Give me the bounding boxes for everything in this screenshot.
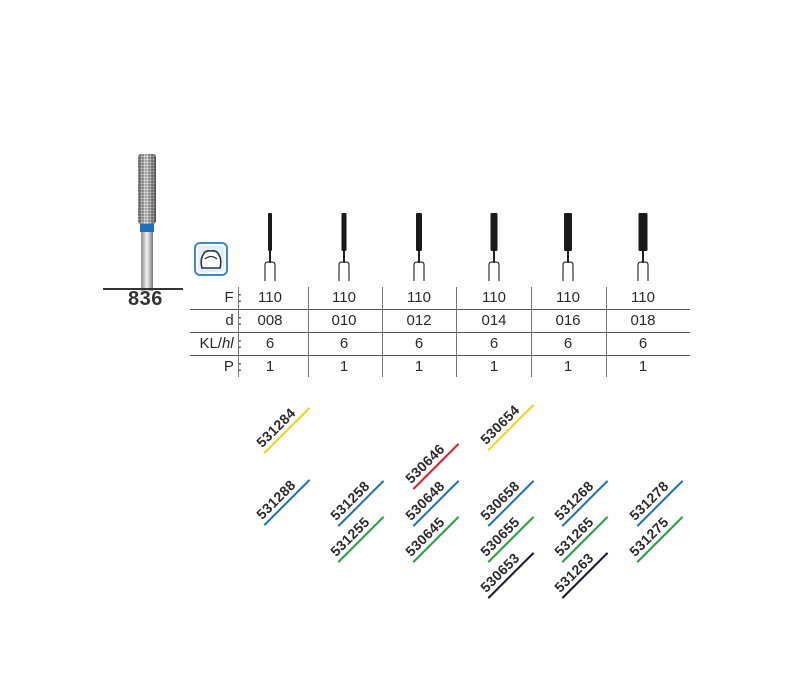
column-divider bbox=[238, 287, 239, 377]
order-code-text: 531275 bbox=[626, 513, 672, 560]
row-f: F : 110 110 110 110 110 110 bbox=[180, 287, 680, 309]
order-code-text: 531284 bbox=[253, 404, 299, 451]
cell-f-5: 110 bbox=[631, 289, 655, 306]
cell-p-1: 1 bbox=[339, 358, 349, 375]
column-divider bbox=[456, 287, 457, 377]
label-p: P : bbox=[223, 358, 242, 375]
bur-shank-2 bbox=[413, 213, 425, 281]
column-divider bbox=[531, 287, 532, 377]
cell-f-4: 110 bbox=[556, 289, 580, 306]
cell-d-5: 018 bbox=[630, 312, 656, 329]
cell-f-1: 110 bbox=[332, 289, 356, 306]
column-divider bbox=[606, 287, 607, 377]
label-d: d : bbox=[225, 312, 242, 329]
bur-shank-1 bbox=[338, 213, 350, 281]
column-divider bbox=[308, 287, 309, 377]
cell-f-3: 110 bbox=[482, 289, 506, 306]
order-code-text: 530653 bbox=[477, 549, 523, 596]
order-code-blue: 531288 bbox=[253, 467, 311, 526]
order-code-text: 531255 bbox=[327, 513, 373, 560]
label-kl: KL/hl : bbox=[199, 335, 242, 352]
table-rule bbox=[190, 332, 690, 333]
bur-shank-5 bbox=[637, 213, 649, 281]
label-f: F : bbox=[224, 289, 243, 306]
order-code-text: 531288 bbox=[253, 476, 299, 523]
cell-f-2: 110 bbox=[407, 289, 431, 306]
cell-p-3: 1 bbox=[489, 358, 499, 375]
order-code-yellow: 531284 bbox=[253, 395, 311, 454]
cell-p-0: 1 bbox=[265, 358, 275, 375]
cell-d-2: 012 bbox=[406, 312, 432, 329]
spec-table: F : 110 110 110 110 110 110 d : 008 010 012 014 0… bbox=[180, 287, 690, 379]
order-code-text: 531263 bbox=[551, 549, 597, 596]
cell-kl-3: 6 bbox=[489, 335, 499, 352]
cell-d-0: 008 bbox=[257, 312, 283, 329]
cell-p-5: 1 bbox=[638, 358, 648, 375]
cell-f-0: 110 bbox=[258, 289, 282, 306]
cell-kl-5: 6 bbox=[638, 335, 648, 352]
cell-kl-2: 6 bbox=[414, 335, 424, 352]
diamond-bur-illustration bbox=[138, 154, 156, 291]
bur-shank-3 bbox=[488, 213, 500, 281]
cell-p-4: 1 bbox=[563, 358, 573, 375]
crown-prep-icon bbox=[194, 242, 228, 276]
row-kl: KL/hl : 6 6 6 6 6 6 bbox=[180, 333, 680, 355]
cell-d-1: 010 bbox=[331, 312, 357, 329]
column-divider bbox=[382, 287, 383, 377]
order-code-yellow: 530654 bbox=[477, 392, 535, 451]
cell-p-2: 1 bbox=[414, 358, 424, 375]
cell-d-3: 014 bbox=[481, 312, 507, 329]
bur-shank-4 bbox=[562, 213, 574, 281]
row-d: d : 008 010 012 014 016 018 bbox=[180, 310, 680, 332]
order-code-text: 530645 bbox=[402, 513, 448, 560]
table-rule bbox=[190, 309, 690, 310]
row-p: P : 1 1 1 1 1 1 bbox=[180, 356, 680, 378]
order-code-text: 530654 bbox=[477, 401, 523, 448]
bur-shank-0 bbox=[264, 213, 276, 281]
product-number-rule bbox=[103, 288, 183, 290]
cell-kl-4: 6 bbox=[563, 335, 573, 352]
cell-kl-1: 6 bbox=[339, 335, 349, 352]
table-rule bbox=[190, 355, 690, 356]
cell-d-4: 016 bbox=[555, 312, 581, 329]
product-number: 836 bbox=[128, 288, 163, 310]
cell-kl-0: 6 bbox=[265, 335, 275, 352]
